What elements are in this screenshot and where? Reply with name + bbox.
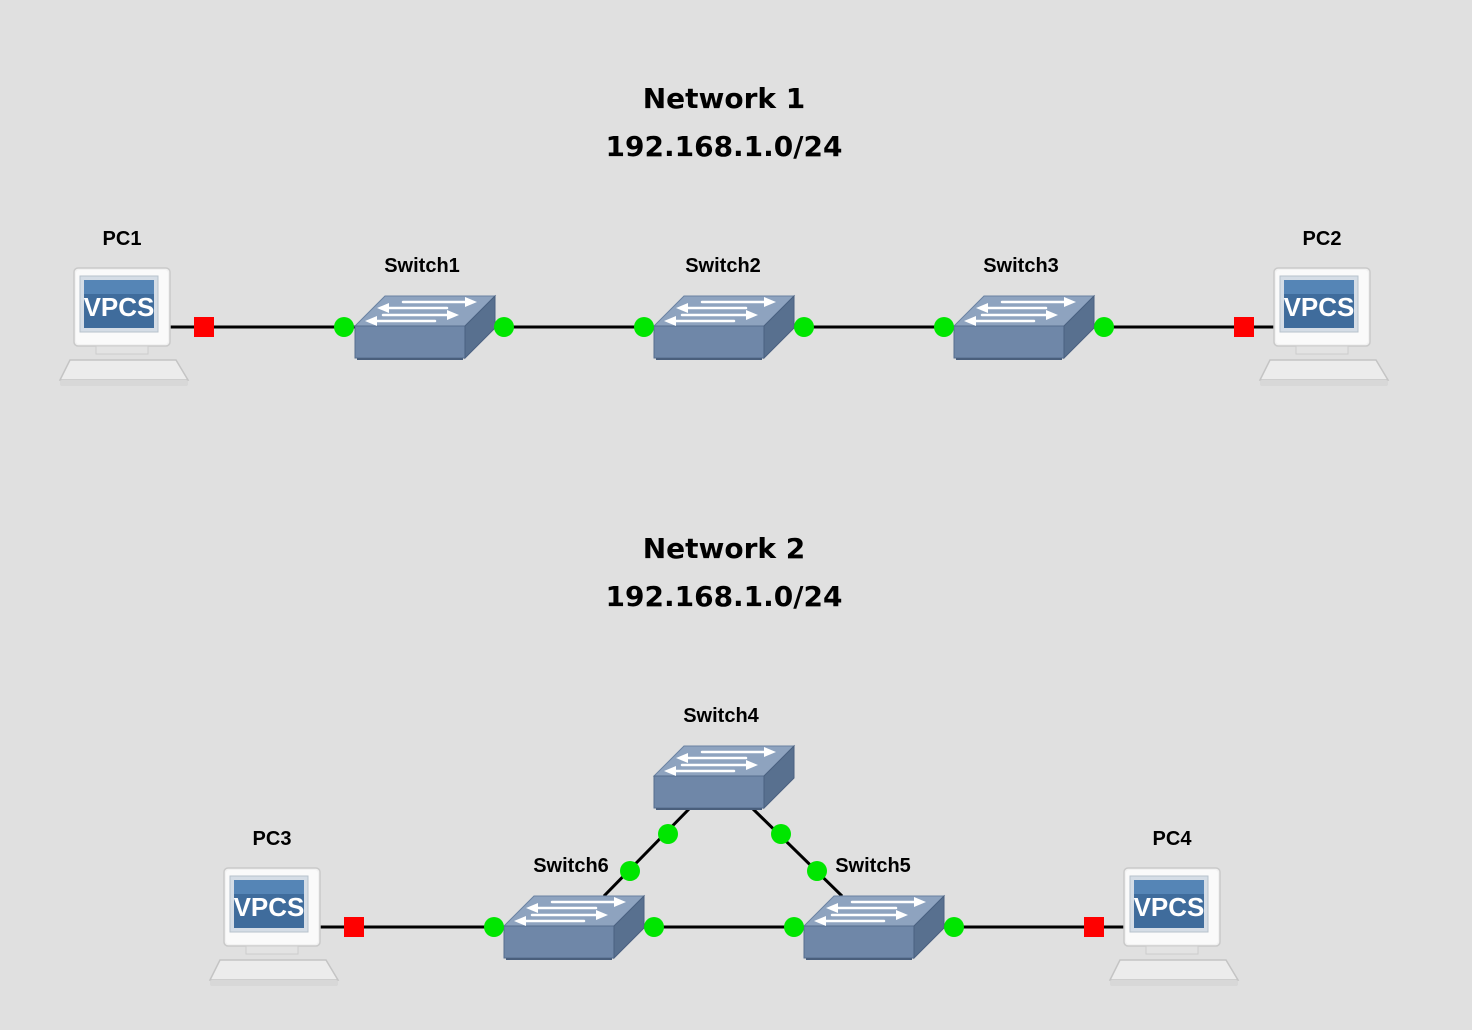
ethernet-switch-icon	[652, 294, 796, 361]
link-switch4-switch5[interactable]	[750, 806, 844, 898]
vpcs-computer-icon	[1109, 867, 1239, 987]
switch5-node[interactable]	[802, 894, 946, 961]
pc3-node[interactable]: VPCS	[209, 867, 339, 987]
port-status-switch4-up	[771, 824, 791, 844]
switch1-node[interactable]	[353, 294, 497, 361]
port-status-switch6-up	[484, 917, 504, 937]
vpcs-computer-icon	[59, 267, 189, 387]
port-status-switch2-up	[634, 317, 654, 337]
port-status-pc4-stopped	[1084, 917, 1104, 937]
network-1-subnet: 192.168.1.0/24	[606, 130, 843, 163]
pc1-node[interactable]: VPCS	[59, 267, 189, 387]
port-status-switch5-up	[784, 917, 804, 937]
network-2-subnet: 192.168.1.0/24	[606, 580, 843, 613]
links-layer	[170, 325, 1276, 929]
port-status-switch1-up	[334, 317, 354, 337]
port-status-pc3-stopped	[344, 917, 364, 937]
pc3-label: PC3	[253, 828, 292, 850]
port-status-switch6-up	[620, 861, 640, 881]
port-status-pc1-stopped	[194, 317, 214, 337]
port-status-switch3-up	[1094, 317, 1114, 337]
port-status-pc2-stopped	[1234, 317, 1254, 337]
switch3-node[interactable]	[952, 294, 1096, 361]
port-status-switch5-up	[807, 861, 827, 881]
switch5-label: Switch5	[835, 855, 911, 877]
switch2-label: Switch2	[685, 255, 761, 277]
ethernet-switch-icon	[353, 294, 497, 361]
network-1-title: Network 1	[643, 82, 806, 115]
port-status-switch5-up	[944, 917, 964, 937]
pc2-node[interactable]: VPCS	[1259, 267, 1389, 387]
switch1-label: Switch1	[384, 255, 460, 277]
vpcs-computer-icon	[209, 867, 339, 987]
link-switch4-switch6[interactable]	[602, 806, 692, 898]
ethernet-switch-icon	[502, 894, 646, 961]
pc4-label: PC4	[1153, 828, 1193, 850]
port-status-switch4-up	[658, 824, 678, 844]
switch2-node[interactable]	[652, 294, 796, 361]
pc1-label: PC1	[103, 228, 142, 250]
pc4-node[interactable]: VPCS	[1109, 867, 1239, 987]
vpcs-screen-text: VPCS	[1134, 892, 1205, 922]
port-status-switch1-up	[494, 317, 514, 337]
port-status-switch6-up	[644, 917, 664, 937]
switch6-label: Switch6	[533, 855, 609, 877]
ethernet-switch-icon	[802, 894, 946, 961]
switch4-label: Switch4	[683, 705, 759, 727]
ethernet-switch-icon	[652, 744, 796, 811]
switch6-node[interactable]	[502, 894, 646, 961]
vpcs-computer-icon	[1259, 267, 1389, 387]
vpcs-screen-text: VPCS	[84, 292, 155, 322]
pc2-label: PC2	[1303, 228, 1342, 250]
vpcs-screen-text: VPCS	[1284, 292, 1355, 322]
switch3-label: Switch3	[983, 255, 1059, 277]
vpcs-screen-text: VPCS	[234, 892, 305, 922]
port-status-switch3-up	[934, 317, 954, 337]
status-layer	[194, 317, 1254, 937]
port-status-switch2-up	[794, 317, 814, 337]
ethernet-switch-icon	[952, 294, 1096, 361]
switch4-node[interactable]	[652, 744, 796, 811]
network-2-title: Network 2	[643, 532, 806, 565]
